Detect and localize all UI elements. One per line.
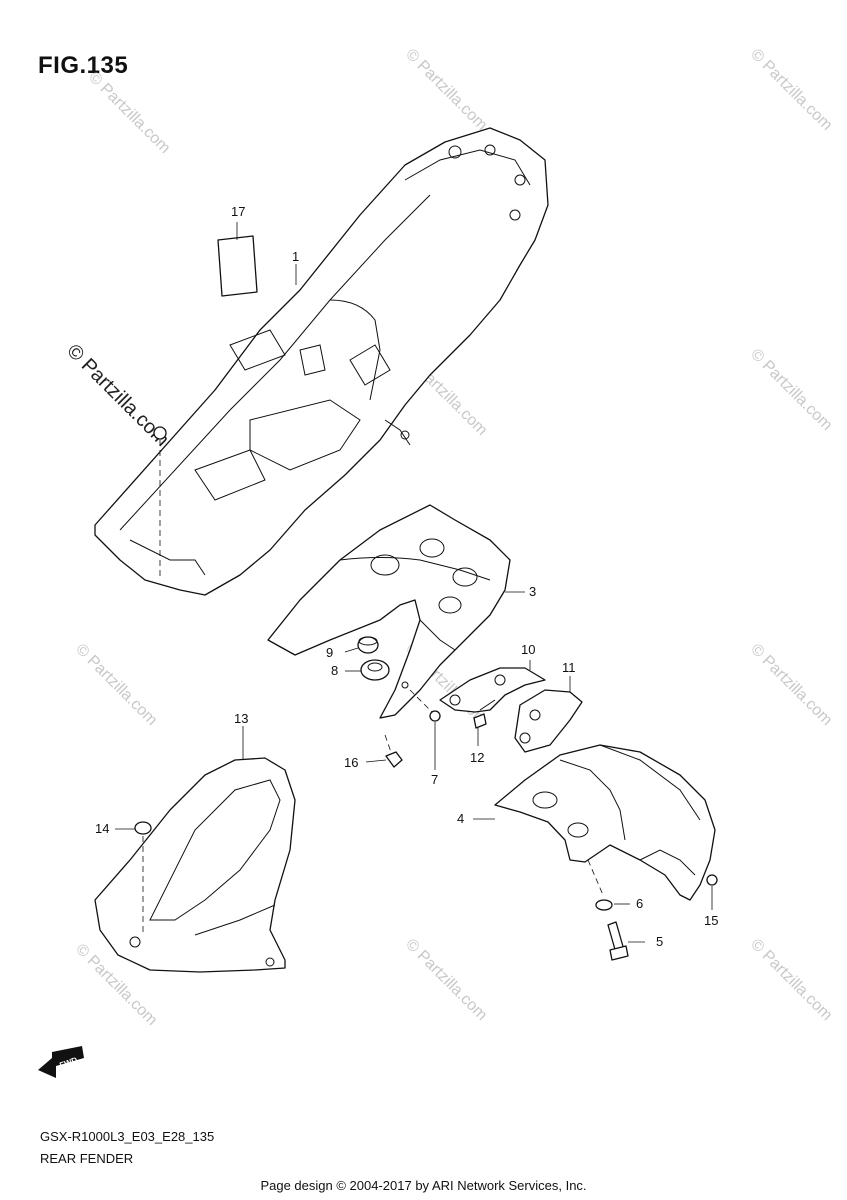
part-1-rear-fender[interactable] <box>94 127 549 596</box>
callout-1: 1 <box>292 249 299 264</box>
part-8-grommet[interactable] <box>357 636 379 654</box>
callout-12: 12 <box>470 750 484 765</box>
callout-4: 4 <box>457 811 464 826</box>
part-3-fender-bracket[interactable] <box>267 504 511 719</box>
part-5-bolt[interactable] <box>607 921 629 961</box>
watermark: © Partzilla.com <box>747 346 835 434</box>
part-16-nut[interactable] <box>384 734 403 768</box>
part-13-front-fender[interactable] <box>94 757 296 973</box>
watermark: © Partzilla.com <box>402 46 490 134</box>
section-name: REAR FENDER <box>40 1151 134 1166</box>
part-10-bracket[interactable] <box>439 667 546 713</box>
callout-5: 5 <box>656 934 663 949</box>
watermark: © Partzilla.com <box>747 641 835 729</box>
part-11-bracket[interactable] <box>514 689 583 753</box>
callout-16: 16 <box>344 755 358 770</box>
callout-17: 17 <box>231 204 245 219</box>
callout-13: 13 <box>234 711 248 726</box>
watermark: © Partzilla.com <box>85 69 173 157</box>
fwd-arrow-icon: FWD <box>38 1046 84 1078</box>
copyright-footer: Page design © 2004-2017 by ARI Network S… <box>260 1178 587 1193</box>
callout-10: 10 <box>521 642 535 657</box>
callout-7: 8 <box>331 663 338 678</box>
callout-11: 11 <box>562 660 576 675</box>
screw-fastener[interactable] <box>153 426 167 580</box>
callout-15: 15 <box>704 913 718 928</box>
figure-title: FIG.135 <box>38 52 129 79</box>
watermark: © Partzilla.com <box>747 46 835 134</box>
callout-3: 3 <box>529 584 536 599</box>
model-code: GSX-R1000L3_E03_E28_135 <box>40 1129 215 1144</box>
part-4-fender-lower[interactable] <box>494 744 716 901</box>
callout-6: 6 <box>636 896 643 911</box>
part-6-washer[interactable] <box>587 859 613 911</box>
callout-labels: 17 1 3 9 8 10 11 13 12 16 7 4 14 6 15 5 <box>95 204 718 949</box>
callout-14: 14 <box>95 821 109 836</box>
part-17-label[interactable] <box>217 235 258 297</box>
watermark: © Partzilla.com <box>72 641 160 729</box>
watermark: © Partzilla.com <box>747 936 835 1024</box>
callout-8: 9 <box>326 645 333 660</box>
part-9-bolt[interactable] <box>409 689 441 722</box>
part-15-nut[interactable] <box>706 874 718 886</box>
callout-9: 7 <box>431 772 438 787</box>
leader-lines <box>115 222 713 943</box>
part-12-bolt[interactable] <box>473 699 496 729</box>
watermark: © Partzilla.com <box>402 936 490 1024</box>
part-14-screw[interactable] <box>134 821 152 935</box>
part-7-grommet[interactable] <box>360 659 390 681</box>
